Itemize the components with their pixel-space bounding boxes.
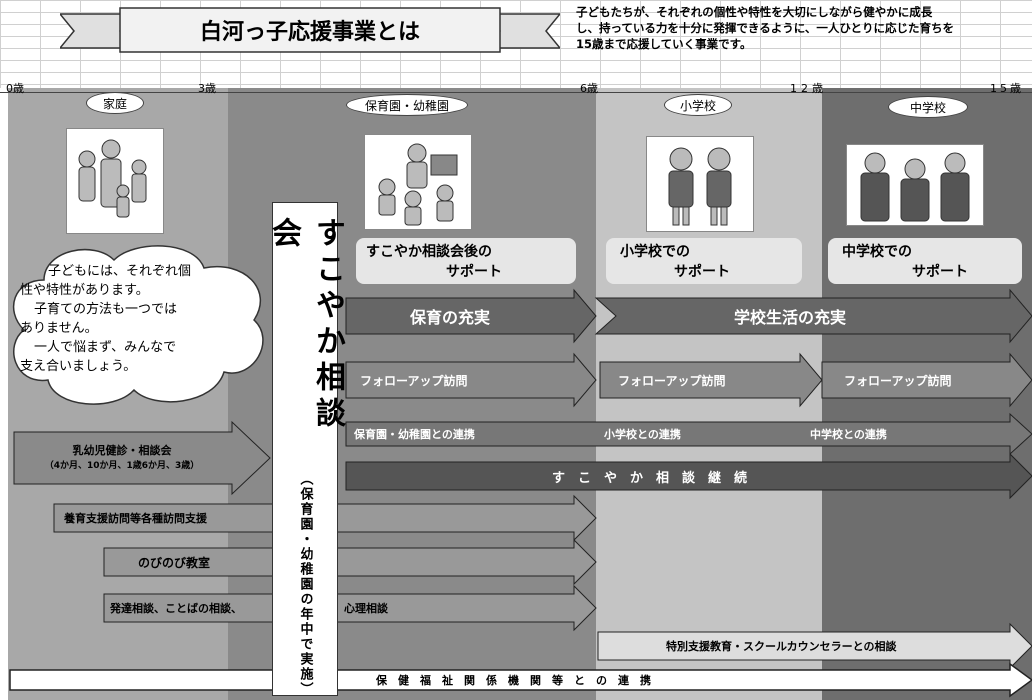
stage-home: 家庭: [86, 92, 144, 114]
checkup-line: （4か月、10か月、1歳6か月、3歳）: [44, 461, 200, 471]
label-school-fulfill: 学校生活の充実: [734, 308, 847, 327]
arrow-special: [597, 622, 1032, 670]
arrow-school-fulfill: [594, 288, 1032, 344]
label-follow-1: フォローアップ訪問: [360, 373, 468, 388]
arrow-continue: [345, 452, 1032, 500]
support-line: サポート: [912, 264, 968, 280]
arrow-welfare: [9, 662, 1032, 698]
arrow-nobi: [103, 538, 597, 586]
center-consult-box: すこやか相談会 （保育園・幼稚園の年中で実施）: [266, 202, 345, 698]
support-elementary: 小学校での サポート: [606, 238, 802, 284]
cloud-line: 子どもには、それぞれ個: [48, 264, 192, 279]
age-label-6: 6歳: [580, 82, 598, 95]
label-special: 特別支援教育・スクールカウンセラーとの相談: [666, 640, 897, 653]
age-label-0: 0歳: [6, 82, 24, 95]
arrow-cooperation: [345, 412, 1032, 456]
intro-line: 子どもたちが、それぞれの個性や特性を大切にしながら健やかに成長: [576, 5, 933, 19]
stage-nursery: 保育園・幼稚園: [346, 94, 468, 116]
label-home-visit: 養育支援訪問等各種訪問支援: [64, 512, 207, 525]
label-coop-nursery: 保育園・幼稚園との連携: [354, 428, 475, 441]
support-line: 小学校での: [620, 244, 690, 260]
age-label-15: 15歳: [990, 82, 1024, 95]
cloud-line: 一人で悩まず、みんなで: [34, 340, 177, 355]
elementary-illustration: [646, 136, 754, 232]
family-illustration: [66, 128, 164, 234]
cloud-line: 性や特性があります。: [20, 283, 149, 298]
nursery-illustration: [364, 134, 472, 230]
support-line: サポート: [674, 264, 730, 280]
support-junior: 中学校での サポート: [828, 238, 1022, 284]
label-consult-tail: 心理相談: [344, 602, 388, 615]
support-line: サポート: [446, 264, 502, 280]
age-label-3: 3歳: [198, 82, 216, 95]
page-title: 白河っ子応援事業とは: [199, 20, 420, 45]
label-follow-2: フォローアップ訪問: [618, 373, 726, 388]
arrow-follow-3: [821, 352, 1032, 408]
arrow-nursery-fulfill: [345, 288, 597, 344]
support-after-consult: すこやか相談会後の サポート: [356, 238, 576, 284]
title-ribbon: [60, 7, 560, 53]
age-label-12: 12歳: [790, 82, 827, 95]
label-follow-3: フォローアップ訪問: [844, 373, 952, 388]
label-coop-junior: 中学校との連携: [810, 428, 887, 441]
cloud-line: 子育ての方法も一つでは: [34, 302, 178, 317]
center-label: すこやか相談会: [266, 217, 345, 433]
label-welfare: 保 健 福 祉 関 係 機 関 等 と の 連 携: [376, 674, 651, 687]
label-continue: す こ や か 相 談 継 続: [552, 470, 748, 486]
stage-junior: 中学校: [888, 96, 968, 118]
checkup-line: 乳幼児健診・相談会: [72, 444, 172, 457]
cloud-line: 支え合いましょう。: [20, 359, 137, 374]
label-consult: 発達相談、ことばの相談、: [110, 602, 242, 615]
label-nursery-fulfill: 保育の充実: [410, 308, 491, 327]
cloud-message: 子どもには、それぞれ個 性や特性があります。 子育ての方法も一つでは ありません…: [20, 262, 256, 376]
support-line: 中学校での: [842, 244, 912, 260]
cloud-shape: [13, 245, 264, 405]
arrow-checkup: [13, 420, 271, 496]
stage-elementary: 小学校: [664, 94, 732, 116]
support-line: すこやか相談会後の: [366, 244, 492, 260]
label-checkup: 乳幼児健診・相談会 （4か月、10か月、1歳6か月、3歳）: [22, 442, 222, 471]
age-scale-line: [0, 92, 1032, 93]
intro-line: 15歳まで応援していく事業です。: [576, 37, 752, 51]
intro-text: 子どもたちが、それぞれの個性や特性を大切にしながら健やかに成長 し、持っている力…: [576, 4, 1032, 52]
junior-illustration: [846, 144, 984, 226]
label-coop-elementary: 小学校との連携: [604, 428, 681, 441]
arrow-follow-2: [599, 352, 823, 408]
intro-line: し、持っている力を十分に発揮できるように、一人ひとりに応じた育ちを: [576, 21, 955, 35]
arrow-follow-1: [345, 352, 597, 408]
cloud-line: ありません。: [20, 321, 98, 336]
arrow-consult: [103, 584, 597, 632]
label-nobi: のびのび教室: [138, 555, 211, 570]
center-sublabel: （保育園・幼稚園の年中で実施）: [297, 472, 313, 698]
